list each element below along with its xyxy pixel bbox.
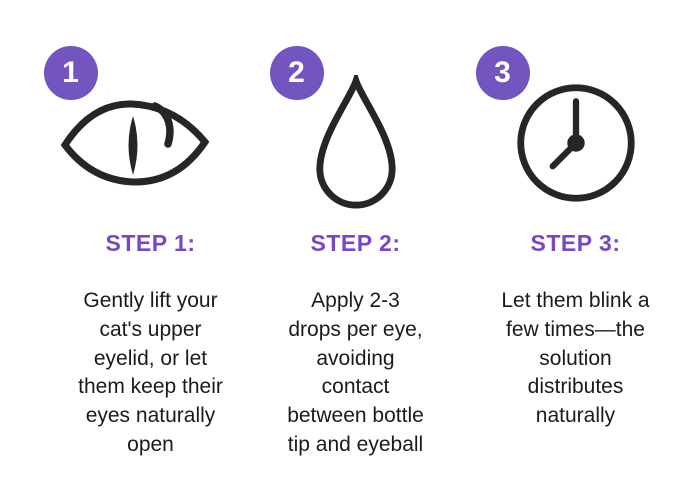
cat-eye-icon [60,100,209,186]
step-2-icon-area: 2 [253,28,458,218]
step-2-label: STEP 2: [310,230,401,256]
water-drop-icon [315,74,396,208]
step-3-icon-area: 3 [458,28,693,218]
step-1-icon-area: 1 [43,28,253,218]
step-1-number-badge: 1 [43,46,98,100]
step-column-1: 1 STEP 1: Gently lift your cat's upper e… [43,28,253,504]
step-2-number-badge: 2 [269,46,324,100]
clock-icon [516,84,635,202]
step-3-label: STEP 3: [530,230,621,256]
step-column-3: 3 STEP 3: Let them blink a few times—the… [458,28,693,504]
step-1-label: STEP 1: [105,230,196,256]
step-3-number-badge: 3 [475,46,530,100]
step-column-2: 2 STEP 2: Apply 2-3 drops per eye, avoid… [253,28,458,504]
step-1-description: Gently lift your cat's upper eyelid, or … [78,289,223,456]
step-3-description: Let them blink a few times—the solution … [501,289,650,428]
step-2-description: Apply 2-3 drops per eye, avoiding contac… [287,289,424,456]
